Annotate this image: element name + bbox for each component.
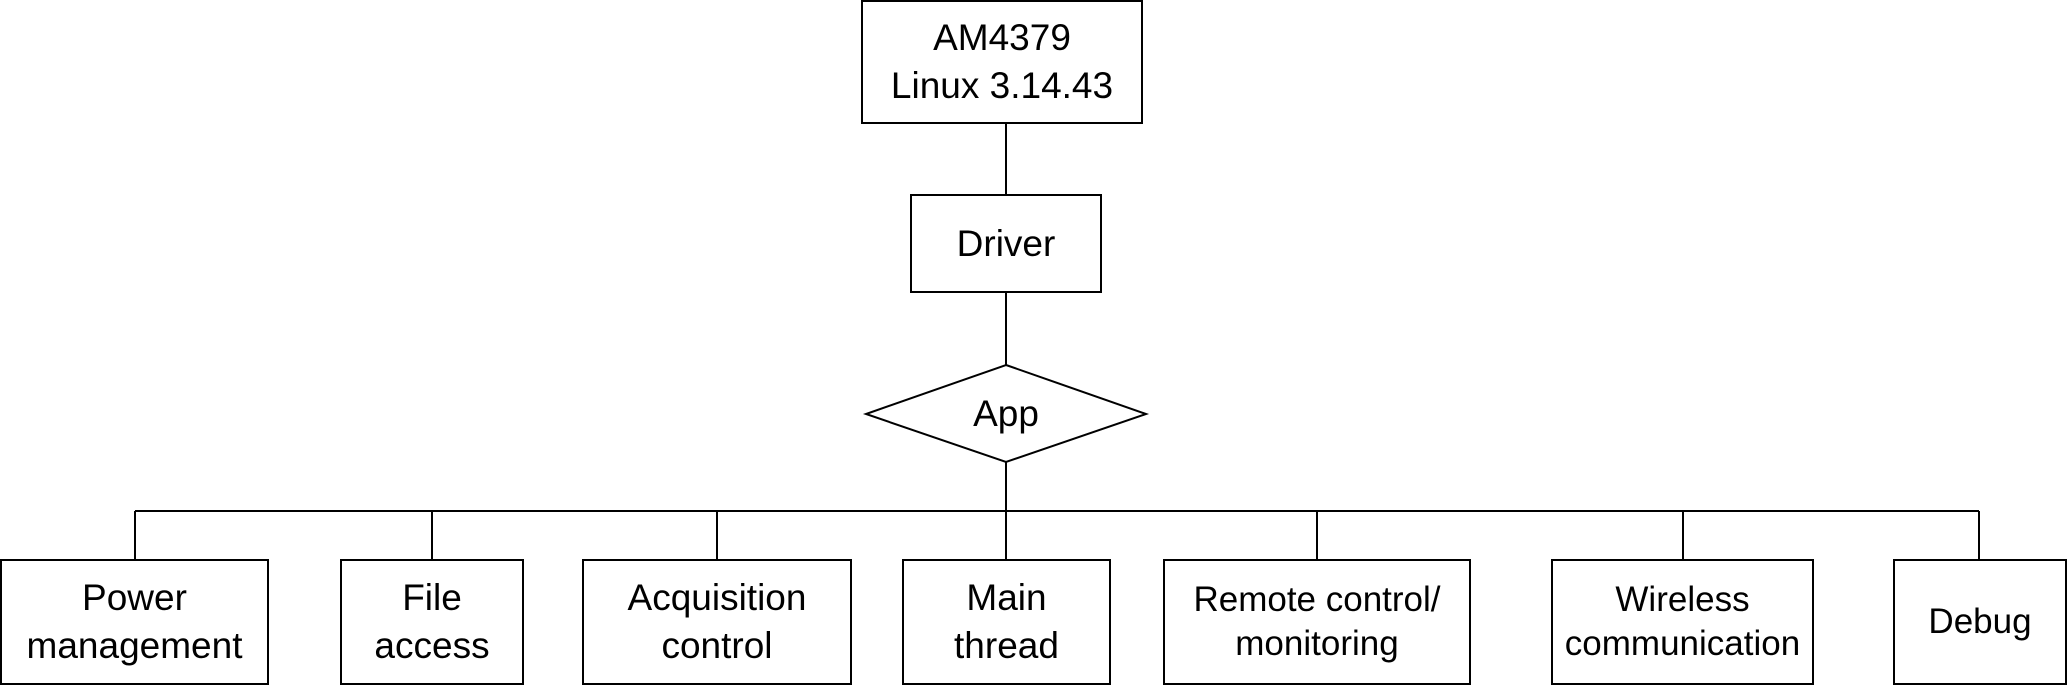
- module-remote-control: Remote control/ monitoring: [1163, 559, 1471, 685]
- module-label: Remote control/ monitoring: [1193, 580, 1441, 663]
- module-label: Wireless communication: [1564, 580, 1801, 663]
- module-label: Debug: [1928, 602, 2032, 641]
- app-label: App: [973, 392, 1039, 434]
- driver-node: Driver: [910, 194, 1102, 293]
- module-label: Power management: [26, 577, 243, 666]
- module-label: File access: [374, 577, 490, 666]
- module-label: Main thread: [954, 577, 1059, 666]
- soc-label: AM4379 Linux 3.14.43: [890, 17, 1114, 106]
- module-main-thread: Main thread: [902, 559, 1111, 685]
- soc-node: AM4379 Linux 3.14.43: [861, 0, 1143, 124]
- app-node: App: [866, 365, 1146, 462]
- module-label: Acquisition control: [627, 577, 807, 666]
- module-wireless: Wireless communication: [1551, 559, 1814, 685]
- module-debug: Debug: [1893, 559, 2067, 685]
- module-power: Power management: [0, 559, 269, 685]
- module-acquisition-control: Acquisition control: [582, 559, 852, 685]
- driver-label: Driver: [956, 222, 1056, 264]
- module-file-access: File access: [340, 559, 524, 685]
